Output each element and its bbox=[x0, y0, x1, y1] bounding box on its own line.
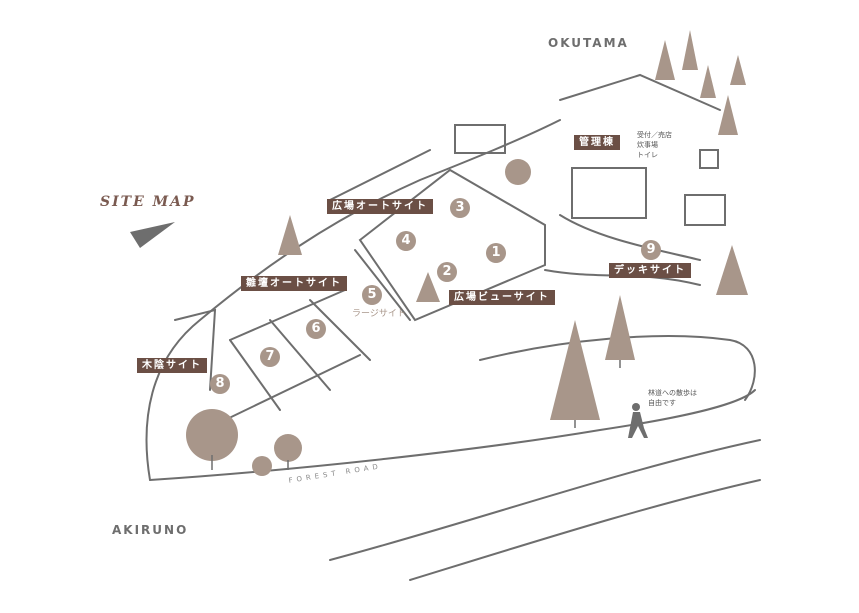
site-8[interactable]: 8 bbox=[210, 374, 230, 394]
tree-icon bbox=[252, 456, 272, 476]
tree-icon bbox=[186, 409, 238, 461]
tree-icon bbox=[550, 320, 600, 420]
place-akiruno: AKIRUNO bbox=[112, 523, 189, 537]
tree-icon bbox=[605, 295, 635, 360]
site-2[interactable]: 2 bbox=[437, 262, 457, 282]
site-3[interactable]: 3 bbox=[450, 198, 470, 218]
area-hiroba-view[interactable]: 広場ビューサイト bbox=[449, 290, 555, 305]
site-9[interactable]: 9 bbox=[641, 240, 661, 260]
place-okutama: OKUTAMA bbox=[548, 36, 629, 50]
tree-icon bbox=[505, 159, 531, 185]
walker-icon bbox=[628, 403, 648, 438]
site-5[interactable]: 5 bbox=[362, 285, 382, 305]
tree-icon bbox=[700, 65, 716, 98]
site-6[interactable]: 6 bbox=[306, 319, 326, 339]
tree-icon bbox=[655, 40, 675, 80]
tree-icon bbox=[274, 434, 302, 462]
area-hinadan-auto[interactable]: 雛壇オートサイト bbox=[241, 276, 347, 291]
office-label[interactable]: 管理棟 bbox=[574, 135, 620, 150]
site-4[interactable]: 4 bbox=[396, 231, 416, 251]
area-hiroba-auto[interactable]: 広場オートサイト bbox=[327, 199, 433, 214]
north-arrow-icon bbox=[130, 222, 175, 248]
tree-icon bbox=[716, 245, 748, 295]
site-1[interactable]: 1 bbox=[486, 243, 506, 263]
walk-note: 林道への散歩は 自由です bbox=[648, 389, 697, 407]
tree-icon bbox=[416, 272, 440, 302]
office-note: 受付／売店 炊事場 トイレ bbox=[637, 131, 672, 159]
site-7[interactable]: 7 bbox=[260, 347, 280, 367]
tree-icon bbox=[718, 95, 738, 135]
large-site-label: ラージサイト bbox=[352, 309, 406, 319]
trees bbox=[186, 30, 748, 476]
map-title: SITE MAP bbox=[100, 194, 196, 210]
tree-icon bbox=[730, 55, 746, 85]
tree-icon bbox=[278, 215, 302, 255]
tree-icon bbox=[682, 30, 698, 70]
area-deck[interactable]: デッキサイト bbox=[609, 263, 691, 278]
area-kokage[interactable]: 木陰サイト bbox=[137, 358, 207, 373]
forest-road-lower bbox=[329, 439, 761, 561]
